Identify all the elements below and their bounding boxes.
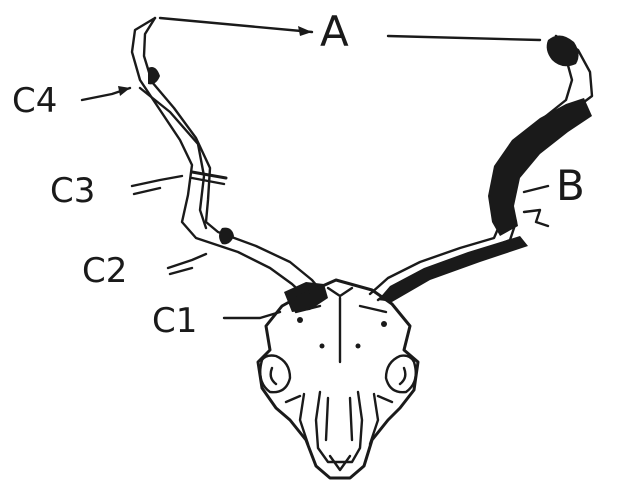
skull (258, 280, 418, 478)
label-c1-group: C1 (152, 301, 280, 341)
label-a-group: A (160, 7, 540, 56)
skull-outline (258, 280, 418, 478)
label-c2-group: C2 (82, 251, 206, 291)
label-b-group: B (524, 161, 585, 210)
label-c3: C3 (50, 171, 95, 211)
label-c2: C2 (82, 251, 127, 291)
right-horn-dark-lower (378, 236, 528, 302)
right-eye-socket (386, 356, 416, 393)
left-horn-tip-mark (148, 67, 160, 84)
left-eye-socket (260, 356, 290, 393)
right-horn-tip (547, 35, 579, 66)
left-horn (132, 18, 328, 312)
label-a: A (320, 7, 349, 56)
label-c4-group: C4 (12, 81, 130, 121)
left-horn-spot-c2 (219, 228, 234, 245)
label-c1: C1 (152, 301, 197, 341)
label-c4: C4 (12, 81, 57, 121)
label-b: B (556, 161, 585, 210)
label-c3-group: C3 (50, 171, 182, 211)
